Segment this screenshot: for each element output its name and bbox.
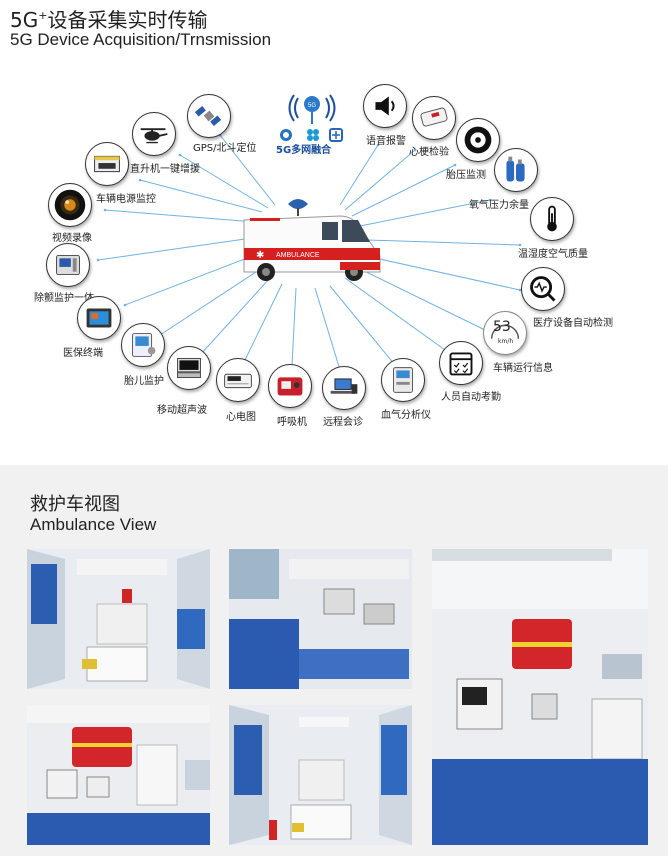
cardiac-test-icon: [412, 96, 456, 140]
ambulance-interior-photo-5: [229, 705, 412, 845]
label-equipcheck: 医疗设备自动检测: [533, 318, 613, 329]
signal-tower-icon: 5G: [288, 94, 336, 124]
terminal-icon: [77, 296, 121, 340]
label-fetal: 胎儿监护: [124, 376, 164, 387]
power-monitor-icon: [85, 142, 129, 186]
calendar-check-icon: [439, 341, 483, 385]
equipment-check-icon: [521, 267, 565, 311]
fetal-monitor-icon: [121, 323, 165, 367]
label-ecg: 心电图: [226, 412, 256, 423]
label-tire: 胎压监测: [446, 170, 486, 181]
label-bloodgas: 血气分析仪: [381, 410, 431, 421]
label-ultrasound: 移动超声波: [157, 405, 207, 416]
svg-text:AMBULANCE: AMBULANCE: [276, 252, 320, 259]
speaker-icon: [363, 84, 407, 128]
network-fusion-logo: 5G: [272, 88, 352, 158]
ambulance-interior-photo-1: [27, 549, 210, 689]
label-voice: 语音报警: [366, 136, 406, 147]
ambulance-interior-photo-4: [27, 705, 210, 845]
thermometer-icon: [530, 197, 574, 241]
label-temp: 温湿度空气质量: [518, 249, 588, 260]
label-power: 车辆电源监控: [96, 194, 156, 205]
label-video: 视频录像: [52, 233, 92, 244]
defibrillator-icon: [46, 243, 90, 287]
ambulance-interior-photo-3: [432, 549, 648, 845]
network-fusion-label: 5G多网融合: [276, 145, 332, 156]
ultrasound-icon: [167, 346, 211, 390]
tire-icon: [456, 118, 500, 162]
label-defib: 除颤监护一体: [34, 293, 94, 304]
helicopter-icon: [132, 112, 176, 156]
label-consult: 远程会诊: [323, 417, 363, 428]
ecg-icon: [216, 358, 260, 402]
oxygen-tank-icon: [494, 148, 538, 192]
label-attendance: 人员自动考勤: [441, 392, 501, 403]
satellite-dish-icon: [288, 199, 308, 216]
connection-rays: [96, 133, 522, 372]
blood-gas-analyzer-icon: [381, 358, 425, 402]
label-ventilator: 呼吸机: [277, 417, 307, 428]
ambulance-image: AMBULANCE ✱: [236, 196, 386, 286]
ventilator-icon: [268, 364, 312, 408]
section-title-cn: 5G+设备采集实时传输: [10, 8, 208, 32]
label-terminal: 医保终端: [63, 348, 103, 359]
label-oxygen: 氧气压力余量: [469, 200, 529, 211]
satellite-icon: [187, 94, 231, 138]
label-cardiac: 心梗检验: [409, 147, 449, 158]
camera-icon: [48, 183, 92, 227]
ambulance-interior-photo-2: [229, 549, 412, 689]
remote-consult-icon: [322, 366, 366, 410]
speedometer-icon: [483, 311, 527, 355]
label-gps: GPS/北斗定位: [193, 143, 257, 154]
speed-unit: km/h: [498, 338, 514, 345]
view-title-cn: 救护车视图: [30, 494, 120, 515]
speed-value: 53: [493, 319, 511, 335]
svg-text:✱: ✱: [256, 250, 264, 261]
label-helicopter: 直升机一键增援: [130, 164, 200, 175]
section-title-en: 5G Device Acquisition/Trnsmission: [10, 30, 272, 49]
svg-text:5G: 5G: [308, 103, 316, 109]
label-vehicle: 车辆运行信息: [493, 363, 553, 374]
view-title-en: Ambulance View: [30, 515, 157, 534]
